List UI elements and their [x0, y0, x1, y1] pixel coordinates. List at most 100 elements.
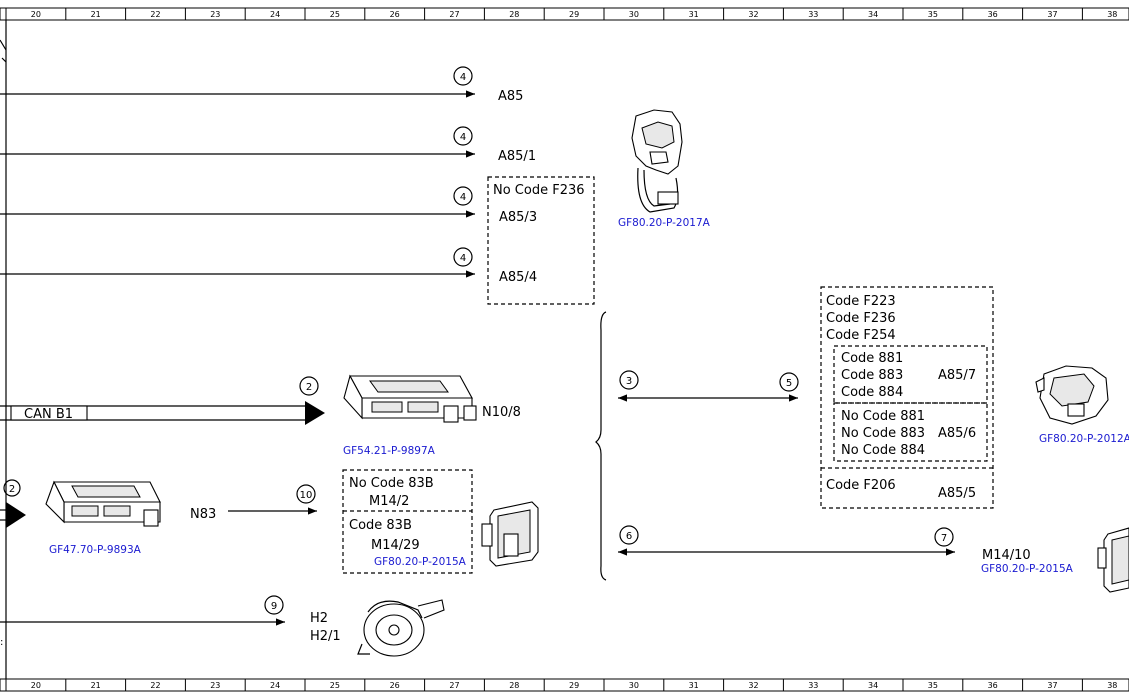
- n83-ref[interactable]: GF47.70-P-9893A: [49, 544, 142, 556]
- ruler-cell-label: 22: [150, 681, 160, 690]
- horn-image: [357, 599, 445, 657]
- lock-actuator-right-image: [1035, 365, 1109, 425]
- n83-module-image: [45, 480, 161, 527]
- ruler-cell-label: 35: [928, 10, 938, 19]
- ruler-cell-label: 25: [330, 10, 340, 19]
- ruler-cell-label: 38: [1107, 681, 1117, 690]
- circle-number: [264, 595, 284, 615]
- ruler-cell-label: 38: [1107, 10, 1117, 19]
- right-code-2: Code F236: [826, 311, 896, 326]
- m14-10-ref[interactable]: GF80.20-P-2015A: [981, 563, 1074, 575]
- a85-4-label: A85/4: [499, 270, 537, 285]
- inner2-code-1: No Code 881: [841, 409, 925, 424]
- left-edge-marks: [0, 39, 7, 63]
- circle-number-text: 4: [460, 192, 466, 203]
- m14-box: [342, 469, 473, 574]
- lock-right-ref[interactable]: GF80.20-P-2012A: [1039, 433, 1129, 445]
- n83-label: N83: [190, 507, 216, 522]
- ruler-cell-label: 21: [91, 681, 101, 690]
- n83-signal-arrow: 10: [228, 484, 317, 515]
- connection-6-7: 6 7: [618, 525, 955, 556]
- m14-29-label: M14/29: [371, 538, 420, 553]
- inner-box-a85-6: [833, 402, 988, 462]
- ruler-cell-label: 32: [748, 10, 758, 19]
- circle-number-text: 4: [460, 72, 466, 83]
- circle-number-text: 7: [941, 533, 947, 544]
- circle-number: [779, 372, 799, 392]
- inner2-code-2: No Code 883: [841, 426, 925, 441]
- a85-6-label: A85/6: [938, 426, 976, 441]
- circle-number: [453, 247, 473, 267]
- signal-line-a85: 4 A85: [0, 66, 523, 104]
- circle-number-text: 2: [306, 382, 312, 393]
- m14-actuator-image: [481, 501, 539, 567]
- ruler-cell-label: 27: [449, 681, 459, 690]
- ruler-cell-label: 37: [1047, 681, 1057, 690]
- circle-number-text: 10: [300, 490, 313, 501]
- can-b1-box: [10, 405, 88, 421]
- ruler-cell-label: 23: [210, 681, 220, 690]
- circle-number-text: 5: [786, 378, 792, 389]
- ruler-cell-label: 30: [629, 10, 639, 19]
- m14-10-actuator-image: [1097, 527, 1129, 593]
- right-code-3: Code F254: [826, 328, 896, 343]
- ruler-cell-label: 24: [270, 681, 280, 690]
- circle-number: [619, 525, 639, 545]
- signal-line-a85-4: 4 A85/4: [0, 247, 537, 285]
- ruler-cell-label: 27: [449, 10, 459, 19]
- ruler-cell-label: 34: [868, 681, 878, 690]
- ruler-cell-label: 33: [808, 10, 818, 19]
- h2-1-label: H2/1: [310, 629, 341, 644]
- ruler-cell-label: 28: [509, 10, 519, 19]
- ruler-cell-label: 31: [689, 681, 699, 690]
- can-b1-label: CAN B1: [24, 407, 73, 422]
- circle-number-text: 3: [626, 376, 632, 387]
- ruler-cell-label: 34: [868, 10, 878, 19]
- circle-number: [296, 484, 316, 504]
- inner2-code-3: No Code 884: [841, 443, 925, 458]
- connection-3-5: 3 5: [618, 370, 799, 402]
- a85-5-label: A85/5: [938, 486, 976, 501]
- right-code-box: [820, 286, 994, 509]
- m14-box-ref[interactable]: GF80.20-P-2015A: [374, 556, 467, 568]
- right-code-1: Code F223: [826, 294, 896, 309]
- ruler-cell-label: 20: [31, 681, 41, 690]
- circle-number-text: 4: [460, 253, 466, 264]
- ruler-cell-label: 25: [330, 681, 340, 690]
- a85-label: A85: [498, 89, 523, 104]
- left-edge-fragment: :: [0, 637, 3, 648]
- circle-number: [619, 370, 639, 390]
- can-bus: CAN B1 2: [0, 376, 325, 425]
- ruler-cell-label: 36: [988, 681, 998, 690]
- n10-8-ref[interactable]: GF54.21-P-9897A: [343, 445, 436, 457]
- h2-label: H2: [310, 611, 328, 626]
- m14-upper-code: No Code 83B: [349, 476, 434, 491]
- circle-number-text: 6: [626, 531, 632, 542]
- circle-number: [299, 376, 319, 396]
- ruler-cell-label: 36: [988, 10, 998, 19]
- circle-number-text: 2: [9, 484, 15, 495]
- ruler-cell-label: 22: [150, 10, 160, 19]
- ruler-cell-label: 29: [569, 10, 579, 19]
- signal-line-a85-3: 4 A85/3: [0, 186, 537, 225]
- ruler-cell-label: 33: [808, 681, 818, 690]
- circle-number: [453, 126, 473, 146]
- m14-2-label: M14/2: [369, 494, 409, 509]
- no-code-f236-box: [487, 176, 595, 305]
- ruler-cell-label: 30: [629, 681, 639, 690]
- ruler-cell-label: 23: [210, 10, 220, 19]
- inner1-code-1: Code 881: [841, 351, 903, 366]
- m14-10-label: M14/10: [982, 548, 1031, 563]
- ruler-cell-label: 29: [569, 681, 579, 690]
- circle-number-text: 9: [271, 601, 277, 612]
- n10-8-module-image: [343, 374, 477, 423]
- ruler-cell-label: 32: [748, 681, 758, 690]
- ruler-cell-label: 24: [270, 10, 280, 19]
- lock-top-ref[interactable]: GF80.20-P-2017A: [618, 217, 711, 229]
- no-code-f236-label: No Code F236: [493, 183, 585, 198]
- circle-number: [3, 479, 21, 497]
- circle-number: [453, 186, 473, 206]
